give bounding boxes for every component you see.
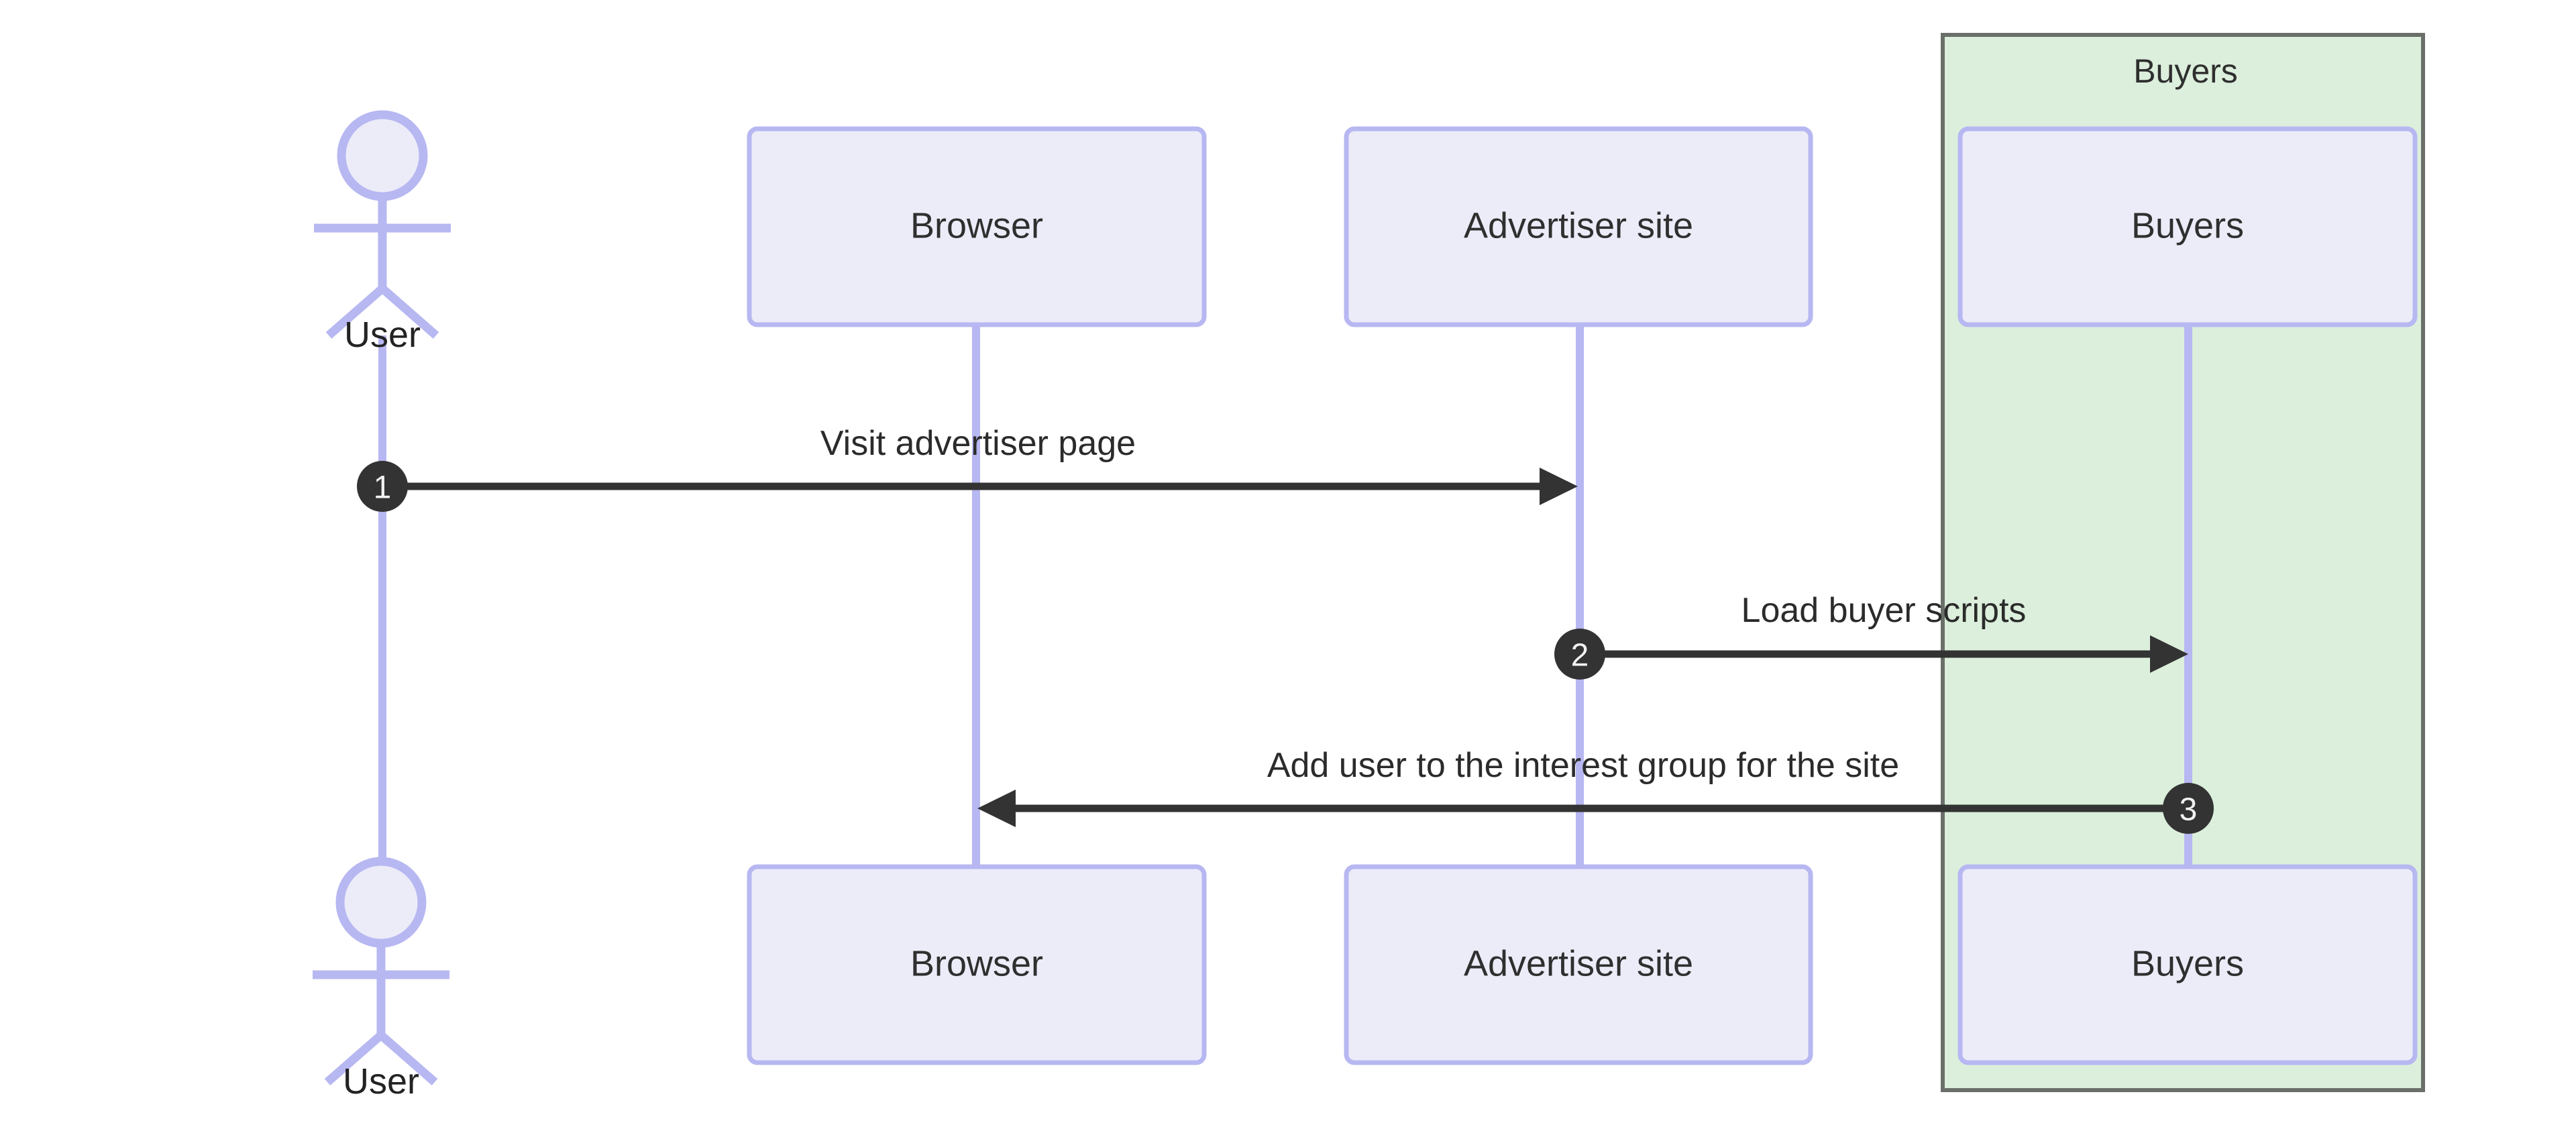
participant-buyers-bottom[interactable]: Buyers bbox=[1957, 864, 2418, 1065]
actor-leg-right-icon bbox=[379, 285, 439, 339]
lifelines bbox=[378, 325, 2192, 867]
participant-advertiser-site-top[interactable]: Advertiser site bbox=[1344, 126, 1813, 327]
participant-label-browser-bottom: Browser bbox=[910, 943, 1043, 983]
participant-label-user-top: User bbox=[344, 315, 421, 355]
participant-box-browser-top bbox=[747, 126, 1207, 327]
participant-label-advertiser-site-top: Advertiser site bbox=[1464, 205, 1693, 246]
group-box-title: Buyers bbox=[2133, 52, 2238, 90]
message-arrowhead-2 bbox=[2150, 635, 2188, 673]
participant-buyers-top[interactable]: Buyers bbox=[1957, 126, 2418, 327]
message-label-1: Visit advertiser page bbox=[820, 424, 1136, 463]
message-badge-1: 1 bbox=[374, 470, 392, 506]
participant-label-user-bottom: User bbox=[343, 1061, 419, 1102]
message-badge-circle-3 bbox=[2163, 783, 2214, 834]
message-badge-2: 2 bbox=[1571, 638, 1589, 674]
participant-user-bottom[interactable]: User bbox=[313, 857, 449, 1102]
message-label-3: Add user to the interest group for the s… bbox=[1267, 746, 1899, 785]
actor-head-icon-bottom bbox=[335, 857, 427, 948]
message-arrowhead-3 bbox=[977, 790, 1016, 827]
participant-user-top[interactable]: User bbox=[314, 110, 451, 355]
participant-label-buyers-bottom: Buyers bbox=[2131, 943, 2244, 983]
participant-box-buyers-bottom bbox=[1957, 864, 2418, 1065]
participant-browser-top[interactable]: Browser bbox=[747, 126, 1207, 327]
message-label-2: Load buyer scripts bbox=[1741, 591, 2027, 630]
participant-advertiser-site-bottom[interactable]: Advertiser site bbox=[1344, 864, 1813, 1065]
message-3[interactable]: Add user to the interest group for the s… bbox=[977, 746, 2214, 834]
participant-label-buyers-top: Buyers bbox=[2131, 205, 2244, 246]
participant-box-advertiser-site-top bbox=[1344, 126, 1813, 327]
participant-label-advertiser-site-bottom: Advertiser site bbox=[1464, 943, 1693, 983]
participant-box-browser-bottom bbox=[747, 864, 1207, 1065]
actor-leg-right-icon-bottom bbox=[378, 1032, 438, 1085]
message-2[interactable]: Load buyer scripts 2 bbox=[1554, 591, 2188, 680]
participant-box-buyers-top bbox=[1957, 126, 2418, 327]
message-arrowhead-1 bbox=[1540, 468, 1578, 505]
actor-head-icon bbox=[337, 110, 428, 201]
message-badge-3: 3 bbox=[2180, 792, 2198, 828]
participant-box-advertiser-site-bottom bbox=[1344, 864, 1813, 1065]
participant-label-browser-top: Browser bbox=[910, 205, 1043, 246]
participant-browser-bottom[interactable]: Browser bbox=[747, 864, 1207, 1065]
message-badge-circle-2 bbox=[1554, 629, 1605, 680]
actor-leg-left-icon-bottom bbox=[324, 1032, 384, 1085]
message-1[interactable]: Visit advertiser page 1 bbox=[357, 424, 1578, 512]
actor-leg-left-icon bbox=[325, 285, 386, 339]
message-badge-circle-1 bbox=[357, 461, 408, 512]
